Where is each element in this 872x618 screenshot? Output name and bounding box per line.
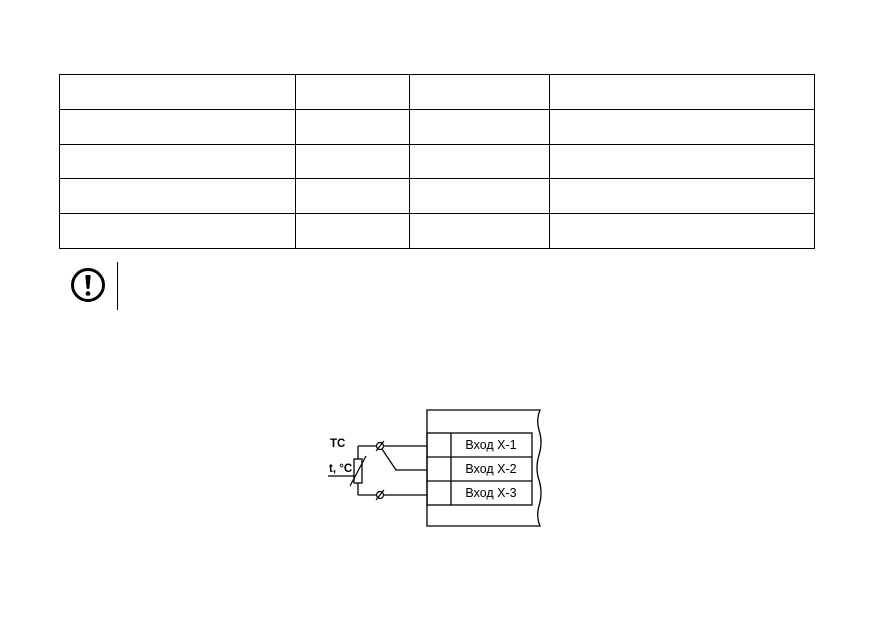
- table-cell: [295, 74, 410, 110]
- table-cell: [295, 108, 410, 145]
- table-cell: [59, 178, 296, 215]
- table-cell: [549, 108, 815, 145]
- exclamation-circle-icon: [71, 268, 105, 302]
- warning-divider: [117, 262, 118, 310]
- table-cell: [59, 213, 296, 249]
- table-cell: [295, 178, 410, 215]
- table-cell: [549, 178, 815, 215]
- input-label-1: Вход Х-1: [465, 438, 516, 452]
- table-cell: [409, 108, 550, 145]
- table-cell: [59, 108, 296, 145]
- table-row: [59, 74, 815, 110]
- table-cell: [409, 178, 550, 215]
- table-cell: [295, 213, 410, 249]
- screw-terminal-icon: [375, 489, 385, 501]
- table-cell: [409, 213, 550, 249]
- device-body: [426, 409, 542, 527]
- table-cell: [59, 143, 296, 180]
- table-cell: [59, 74, 296, 110]
- screw-terminal-icon: [375, 440, 385, 452]
- table-row: [59, 108, 815, 145]
- table-row: [59, 213, 815, 249]
- table-cell: [549, 213, 815, 249]
- temperature-label: t, °C: [329, 463, 352, 475]
- table-cell: [409, 74, 550, 110]
- table-cell: [295, 143, 410, 180]
- table-row: [59, 178, 815, 215]
- data-table: [59, 74, 815, 249]
- table-cell: [549, 143, 815, 180]
- input-label-3: Вход Х-3: [465, 486, 516, 500]
- terminal-block: [426, 432, 533, 506]
- table-cell: [409, 143, 550, 180]
- table-cell: [549, 74, 815, 110]
- sensor-label: ТС: [330, 438, 345, 450]
- connection-diagram: Вход Х-1 Вход Х-2 Вход Х-3 ТС t, °C: [328, 409, 542, 527]
- input-label-2: Вход Х-2: [465, 462, 516, 476]
- table-row: [59, 143, 815, 180]
